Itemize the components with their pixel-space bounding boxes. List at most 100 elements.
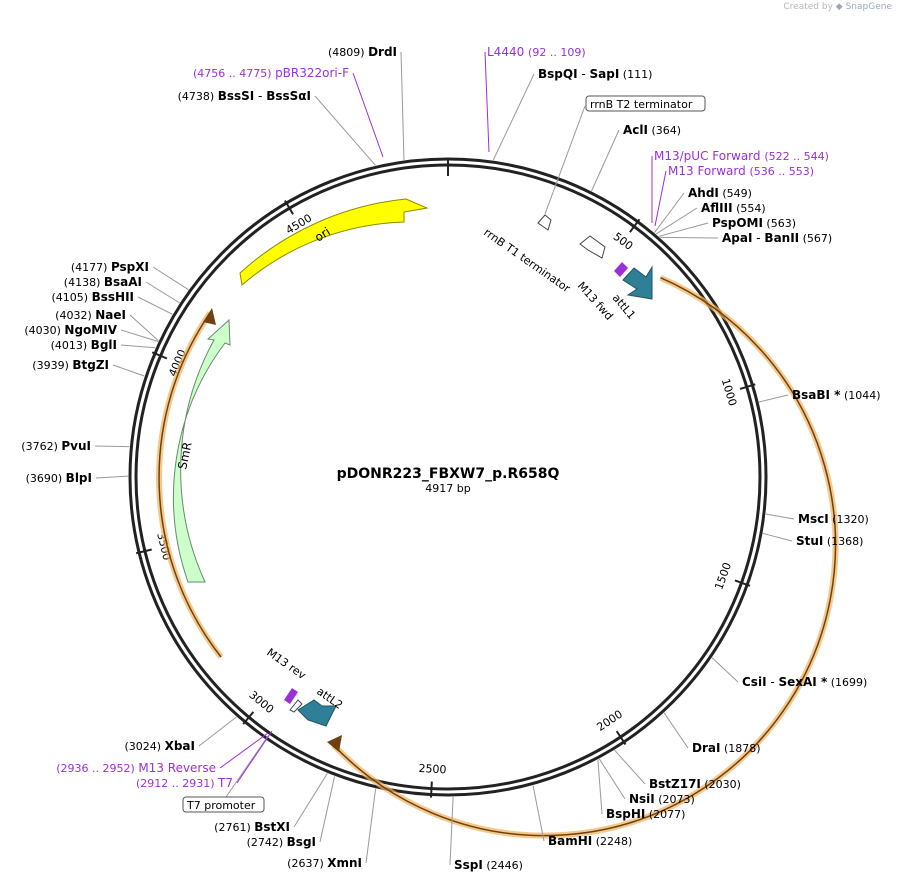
- site-bstxi[interactable]: (2761) BstXI: [214, 773, 328, 834]
- left-orange-band: [156, 311, 224, 659]
- primer-label: (4756 .. 4775) pBR322ori-F: [193, 66, 349, 80]
- site-blpi[interactable]: (3690) BlpI: [26, 471, 129, 485]
- snapgene-logo-icon: ◆: [835, 2, 843, 12]
- tick-2000: [615, 730, 627, 746]
- site-label: (4177) PspXI: [71, 260, 149, 274]
- primer-leader: [484, 51, 490, 153]
- site-afliii[interactable]: AflIII (554): [655, 201, 766, 235]
- site-label: StuI (1368): [796, 534, 863, 548]
- tick-500: [629, 218, 641, 233]
- site-leader: [655, 207, 698, 235]
- attl1-feature: [622, 265, 653, 300]
- primer-label: M13 Forward (536 .. 553): [668, 164, 814, 178]
- m13-fwd-label: M13 fwd: [575, 279, 616, 322]
- site-leader: [591, 129, 620, 192]
- site-bgli[interactable]: (4013) BglI: [51, 338, 156, 352]
- rrnb-t2-label: rrnB T2 terminator: [590, 98, 693, 111]
- site-leader: [314, 95, 376, 166]
- tick-label-1000: 1000: [719, 377, 740, 408]
- site-label: BsaBI * (1044): [792, 388, 881, 402]
- m13-rev-feature: [284, 688, 298, 704]
- site-label: (4105) BssHII: [52, 290, 134, 304]
- site-drai[interactable]: DraI (1878): [663, 712, 761, 755]
- site-leader: [658, 222, 709, 237]
- site-label: (2761) BstXI: [214, 820, 290, 834]
- primer-leader: [654, 170, 667, 227]
- site-label: SspI (2446): [454, 858, 523, 872]
- tick-label-500: 500: [611, 230, 636, 253]
- primer-label: (2936 .. 2952) M13 Reverse: [56, 761, 216, 775]
- site-leader: [762, 532, 793, 542]
- site-bsshii[interactable]: (4105) BssHII: [52, 290, 173, 315]
- site-bstz17i[interactable]: BstZ17I (2030): [614, 749, 741, 791]
- site-xbai[interactable]: (3024) XbaI: [125, 716, 237, 753]
- t7-promoter-leader: [225, 735, 269, 798]
- site-bsabi[interactable]: BsaBI * (1044): [758, 388, 881, 403]
- site-leader: [400, 51, 405, 161]
- site-label: (3690) BlpI: [26, 471, 92, 485]
- primer-m13reverse[interactable]: (2936 .. 2952) M13 Reverse: [56, 732, 269, 775]
- site-apai[interactable]: ApaI - BanII (567): [660, 231, 832, 245]
- site-leader: [597, 759, 603, 815]
- site-sspi[interactable]: SspI (2446): [449, 796, 523, 872]
- site-label: (3762) PvuI: [21, 439, 91, 453]
- site-naei[interactable]: (4032) NaeI: [55, 308, 159, 342]
- tick-1000: [739, 383, 756, 390]
- primer-m13pucforward[interactable]: M13/pUC Forward (522 .. 544): [651, 149, 829, 223]
- site-btgzi[interactable]: (3939) BtgZI: [32, 358, 145, 377]
- site-label: (4013) BglI: [51, 338, 117, 352]
- site-bsaai[interactable]: (4138) BsaAI: [64, 275, 180, 304]
- site-drdi[interactable]: (4809) DrdI: [328, 45, 405, 161]
- site-nsii[interactable]: NsiI (2073): [598, 758, 695, 806]
- site-ahdi[interactable]: AhdI (549): [654, 186, 752, 233]
- site-label: (3024) XbaI: [125, 739, 195, 753]
- site-leader: [145, 281, 180, 304]
- site-bsphi[interactable]: BspHI (2077): [597, 759, 686, 821]
- snapgene-credit: Created by ◆ SnapGene: [783, 2, 892, 12]
- site-leader: [663, 712, 689, 749]
- site-bsgi[interactable]: (2742) BsgI: [247, 776, 336, 849]
- site-csii[interactable]: CsiI - SexAI * (1699): [711, 657, 867, 689]
- site-pvui[interactable]: (3762) PvuI: [21, 439, 130, 453]
- site-xmni[interactable]: (2637) XmnI: [287, 788, 377, 870]
- site-pspomi[interactable]: PspOMI (563): [658, 216, 796, 237]
- site-pspxi[interactable]: (4177) PspXI: [71, 260, 189, 291]
- primer-l4440[interactable]: L4440 (92 .. 109): [484, 45, 586, 153]
- site-bsssi[interactable]: (4738) BssSI - BssSαI: [178, 89, 376, 166]
- m13-fwd-feature: [614, 262, 628, 277]
- site-acli[interactable]: AclI (364): [591, 123, 682, 192]
- site-label: ApaI - BanII (567): [722, 231, 832, 245]
- site-label: (4032) NaeI: [55, 308, 126, 322]
- site-leader: [532, 785, 545, 842]
- site-label: AhdI (549): [688, 186, 752, 200]
- rrnb-t1-feature: [579, 235, 606, 259]
- rrnb-t1-label: rrnB T1 terminator: [481, 226, 573, 296]
- tick-4500: [284, 199, 294, 215]
- site-label: DraI (1878): [692, 741, 761, 755]
- primer-t7[interactable]: (2912 .. 2931) T7: [136, 730, 273, 790]
- site-msci[interactable]: MscI (1320): [765, 512, 869, 526]
- site-label: NsiI (2073): [629, 792, 695, 806]
- site-stui[interactable]: StuI (1368): [762, 532, 863, 548]
- tick-3500: [135, 548, 152, 555]
- primer-pbr322orif[interactable]: (4756 .. 4775) pBR322ori-F: [193, 66, 384, 158]
- site-label: BspQI - SapI (111): [538, 67, 652, 81]
- site-layer: (4809) DrdI BspQI - SapI (111) AclI (364) A…: [21, 45, 880, 872]
- primer-leader: [219, 732, 269, 769]
- site-bamhi[interactable]: BamHI (2248): [532, 785, 632, 848]
- site-label: (4030) NgoMIV: [24, 323, 117, 337]
- site-leader: [129, 314, 159, 342]
- site-ngomiv[interactable]: (4030) NgoMIV: [24, 323, 159, 342]
- primer-m13forward[interactable]: M13 Forward (536 .. 553): [654, 164, 814, 227]
- site-label: (4138) BsaAI: [64, 275, 142, 289]
- smr-label: SmR: [175, 441, 194, 471]
- site-leader: [758, 394, 789, 403]
- primer-label: (2912 .. 2931) T7: [136, 776, 233, 790]
- primer-label: M13/pUC Forward (522 .. 544): [654, 149, 829, 163]
- tick-4000: [151, 351, 168, 360]
- tick-label-2000: 2000: [594, 708, 625, 734]
- primer-layer: L4440 (92 .. 109) M13/pUC Forward (522 ..…: [56, 45, 829, 790]
- site-bspqi[interactable]: BspQI - SapI (111): [492, 67, 652, 161]
- site-label: (2742) BsgI: [247, 835, 316, 849]
- plasmid-name: pDONR223_FBXW7_p.R658Q: [337, 466, 560, 482]
